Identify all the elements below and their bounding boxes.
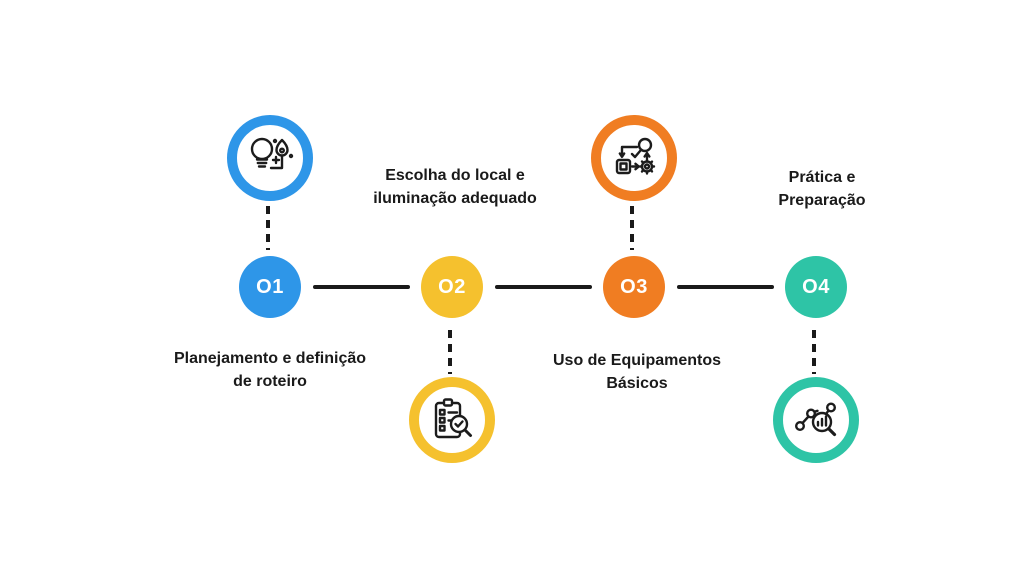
checklist-magnifier-icon [434,398,472,439]
step2-icon-badge [409,377,495,463]
step2-dashed-connector [448,330,452,374]
step4-caption-line1: Prática e [788,169,856,186]
step4-dashed-connector [812,330,816,374]
step3-caption-line2: Básicos [606,375,668,392]
step1-caption-line1: Planejamento e definição [173,350,367,367]
step3-caption: Uso de Equipamentos Básicos [522,349,752,395]
step1-number: O1 [256,275,284,298]
lightbulb-pen-icon [250,137,294,170]
step3-dashed-connector [630,206,634,250]
step2-caption-line1: Escolha do local e [385,167,525,184]
step2-caption: Escolha do local e iluminação adequado [340,164,570,210]
connector-line-1-2 [313,285,410,289]
step2-number: O2 [438,275,466,298]
step4-number: O4 [802,275,830,298]
step1-caption: Planejamento e definição de roteiro [155,347,385,393]
step3-caption-line1: Uso de Equipamentos [552,352,722,369]
step4-caption-line2: Preparação [778,192,866,209]
workflow-gear-icon [615,137,656,175]
analytics-magnifier-icon [794,402,837,437]
step2-caption-line2: iluminação adequado [373,190,537,207]
step2-node: O2 [421,256,483,318]
step1-caption-line2: de roteiro [233,373,307,390]
connector-line-2-3 [495,285,592,289]
step3-number: O3 [620,275,648,298]
step4-icon-badge [773,377,859,463]
connector-line-3-4 [677,285,774,289]
step3-node: O3 [603,256,665,318]
step3-icon-badge [591,115,677,201]
step4-caption: Prática e Preparação [707,166,937,212]
step1-icon-badge [227,115,313,201]
step1-dashed-connector [266,206,270,250]
step1-node: O1 [239,256,301,318]
step4-node: O4 [785,256,847,318]
